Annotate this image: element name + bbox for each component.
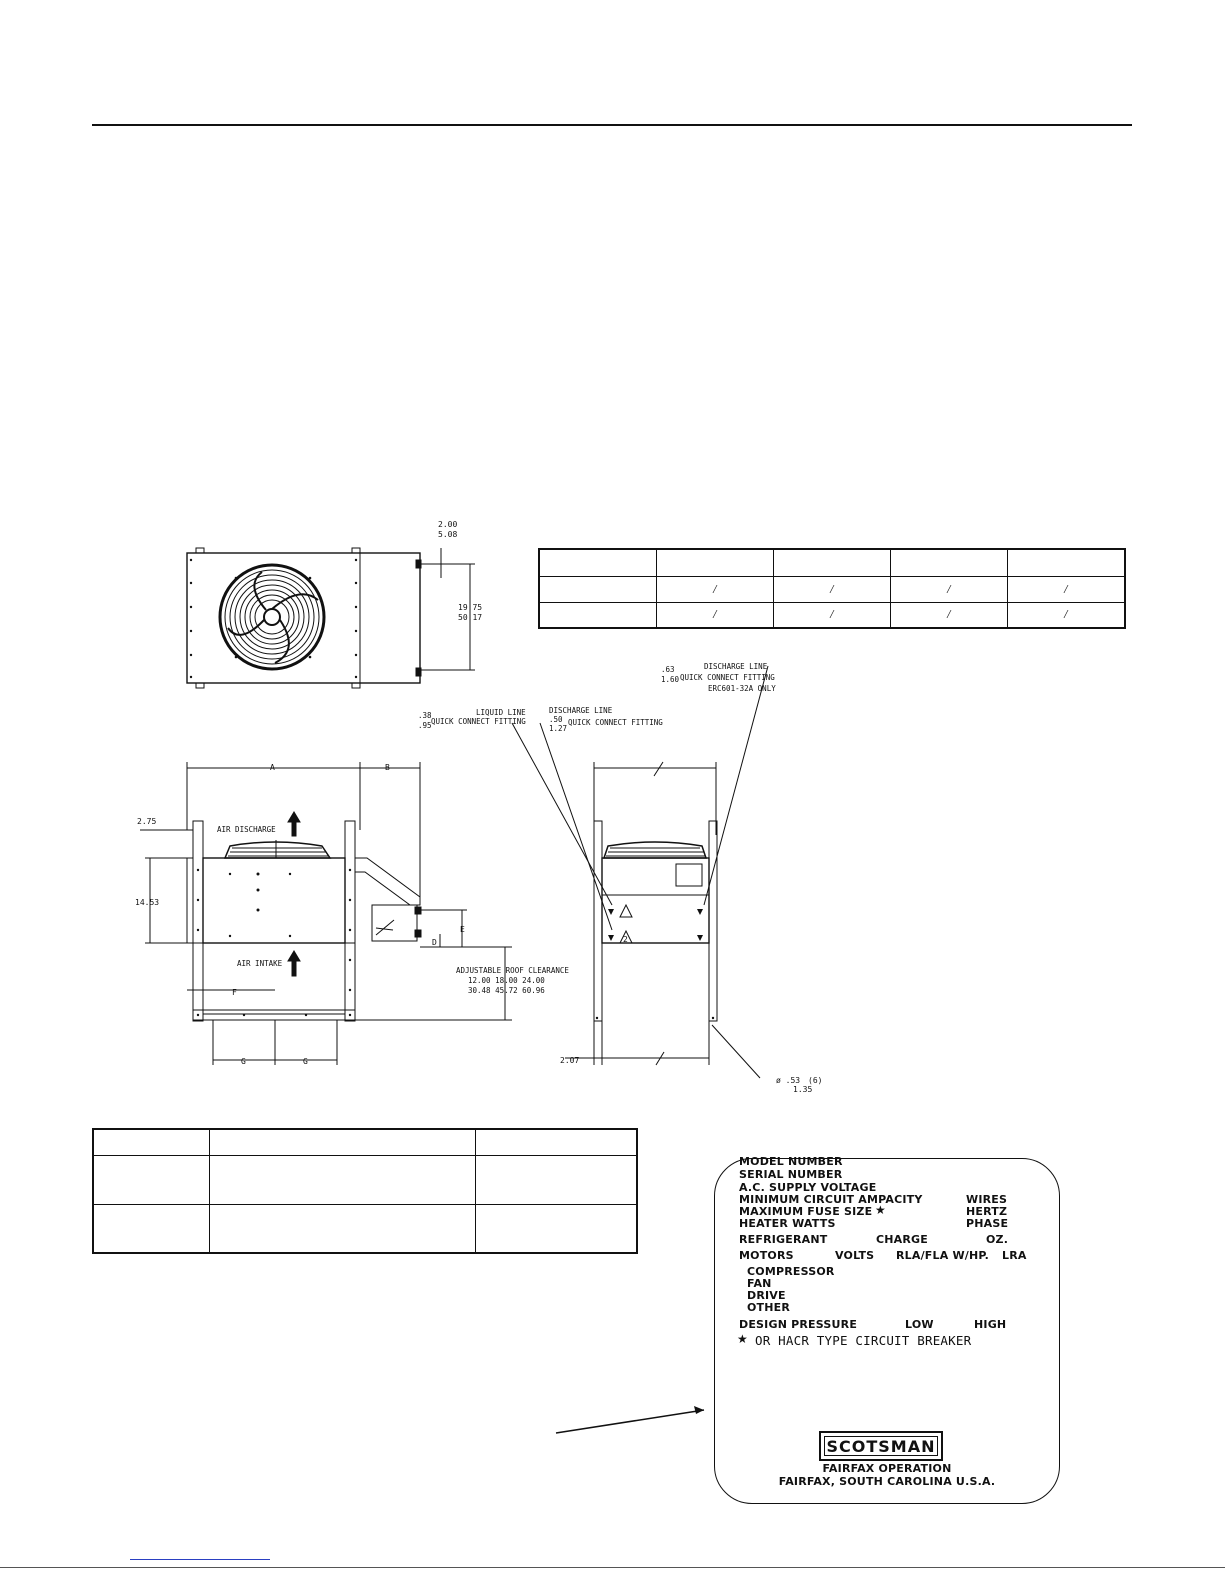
charge: CHARGE [876,1233,929,1246]
air-intake-label: AIR INTAKE [237,959,283,968]
breaker-note: OR HACR TYPE CIRCUIT BREAKER [755,1333,972,1348]
lra: LRA [1002,1249,1027,1262]
front-view [511,665,769,1079]
heater-watts: HEATER WATTS [739,1217,836,1230]
discharge2-note: ERC601-32A ONLY [708,684,776,693]
dim-a: A [270,763,275,772]
phase: PHASE [966,1217,1009,1230]
fan: FAN [747,1277,772,1290]
side-view [140,762,512,1065]
dim-g-right: G [303,1057,308,1066]
motors: MOTORS [739,1249,794,1262]
refrigerant: REFRIGERANT [739,1233,828,1246]
dim-g-left: G [241,1057,246,1066]
dim-e: E [460,925,465,934]
liquid-size: .38 [418,711,432,720]
side-height-dim: 14.53 [135,898,159,907]
dimension-table: ⁄ ⁄ ⁄ ⁄ ⁄ ⁄ ⁄ ⁄ [538,548,1126,629]
location: FAIRFAX, SOUTH CAROLINA U.S.A. [778,1475,996,1488]
nameplate: MODEL NUMBER SERIAL NUMBER A.C. SUPPLY V… [714,1155,1060,1504]
top-view [186,547,475,689]
compressor: COMPRESSOR [747,1265,835,1278]
high: HIGH [974,1318,1007,1331]
max-fuse-size: MAXIMUM FUSE SIZE [739,1205,873,1218]
dim-f: F [232,988,237,997]
star-icon: ★ [875,1203,886,1217]
top-height-dim: 19.75 [458,603,482,612]
discharge-line-label: DISCHARGE LINE [549,706,613,715]
discharge2-line-label: DISCHARGE LINE [704,662,768,671]
ac-supply-voltage: A.C. SUPPLY VOLTAGE [739,1181,877,1194]
air-discharge-label: AIR DISCHARGE [217,825,276,834]
oz: OZ. [986,1233,1009,1246]
brand-text: SCOTSMAN [826,1436,936,1456]
other: OTHER [747,1301,791,1314]
roof-clearance-in: 12.00 18.00 24.00 [468,976,545,985]
design-pressure: DESIGN PRESSURE [739,1318,858,1331]
discharge-size: .50 [549,715,563,724]
front-left-dim: 2.07 [560,1056,579,1065]
dim-d: D [432,938,437,947]
roof-clearance-cm: 30.48 45.72 60.96 [468,986,545,995]
operation: FAIRFAX OPERATION [822,1462,952,1475]
top-height-dim-cm: 50.17 [458,613,482,622]
discharge2-size: .63 [661,665,675,674]
spec-table [92,1128,638,1254]
dim-b: B [385,763,390,772]
discharge-fitting-label: QUICK CONNECT FITTING [568,718,663,727]
scotsman-logo: SCOTSMAN [819,1431,943,1461]
warning-2: 2 [623,935,628,944]
low: LOW [905,1318,934,1331]
liquid-line-label: LIQUID LINE [476,708,526,717]
top-offset-dim-cm: 5.08 [438,530,457,539]
roof-clearance-title: ADJUSTABLE ROOF CLEARANCE [456,966,569,975]
rla-fla: RLA/FLA W/HP. [896,1249,990,1262]
min-circuit-ampacity: MINIMUM CIRCUIT AMPACITY [739,1193,923,1206]
footer-rule [0,1567,1225,1568]
side-left-dim: 2.75 [137,817,156,826]
discharge-size-cm: 1.27 [549,724,567,733]
wires: WIRES [966,1193,1008,1206]
hole-count: (6) [808,1076,822,1085]
volts: VOLTS [835,1249,875,1262]
hole-dia: ø .53 [776,1076,800,1085]
serial-number: SERIAL NUMBER [739,1168,843,1181]
top-offset-dim: 2.00 [438,520,457,529]
liquid-fitting-label: QUICK CONNECT FITTING [431,717,526,726]
hertz: HERTZ [966,1205,1008,1218]
discharge2-size-cm: 1.60 [661,675,680,684]
model-number: MODEL NUMBER [739,1155,843,1168]
header-rule [92,124,1132,126]
discharge2-fitting-label: QUICK CONNECT FITTING [680,673,775,682]
breaker-star-icon: ★ [737,1332,748,1346]
hole-dia-cm: 1.35 [793,1085,812,1094]
footer-link-underline [130,1559,270,1560]
drive: DRIVE [747,1289,786,1302]
liquid-size-cm: .95 [418,721,432,730]
